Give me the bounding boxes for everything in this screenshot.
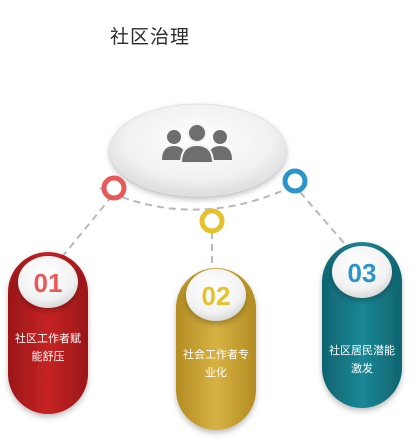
pillar-2-number: 02 xyxy=(202,281,231,311)
pillar-2-label: 社会工作者专业化 xyxy=(183,348,249,379)
pillar-3-badge xyxy=(332,246,392,298)
pillar-3-label: 社区居民潜能激发 xyxy=(329,344,395,375)
connector-line-3 xyxy=(299,191,351,251)
connector-line-1 xyxy=(57,195,113,263)
group-people-icon xyxy=(162,123,232,164)
pillar-2-badge xyxy=(186,269,246,321)
pillar-1-number: 01 xyxy=(34,268,63,298)
pillar-1-badge xyxy=(18,256,78,308)
connector-arc xyxy=(99,179,306,211)
diagram-title: 社区治理 xyxy=(109,26,190,48)
pillar-3-number: 03 xyxy=(348,258,377,288)
pillar-1-label: 社区工作者赋能舒压 xyxy=(15,332,81,363)
dot-3 xyxy=(282,168,308,194)
dot-2 xyxy=(199,208,225,234)
dot-1 xyxy=(101,175,127,201)
